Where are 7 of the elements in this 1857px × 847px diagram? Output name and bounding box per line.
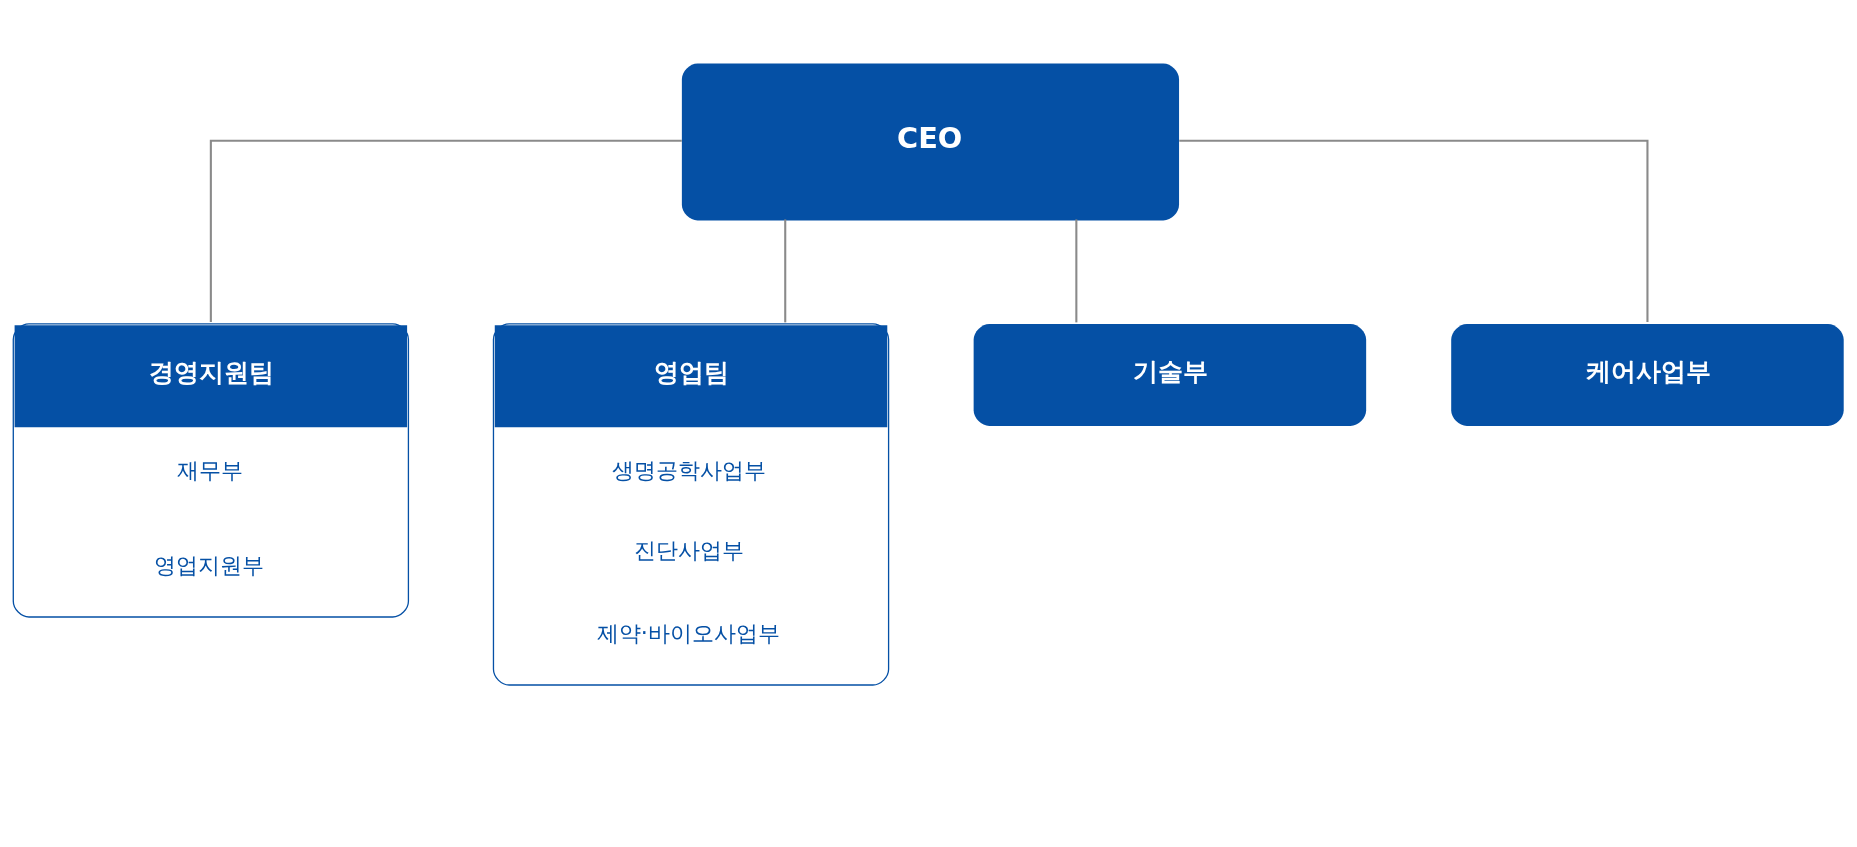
node-box: 기술부 xyxy=(973,323,1367,426)
node-box: CEO xyxy=(681,63,1180,221)
connector xyxy=(209,139,682,322)
connector xyxy=(1179,139,1649,322)
connector xyxy=(784,218,787,322)
connector xyxy=(1075,218,1078,322)
node-box: 케어사업부 xyxy=(1451,323,1844,426)
